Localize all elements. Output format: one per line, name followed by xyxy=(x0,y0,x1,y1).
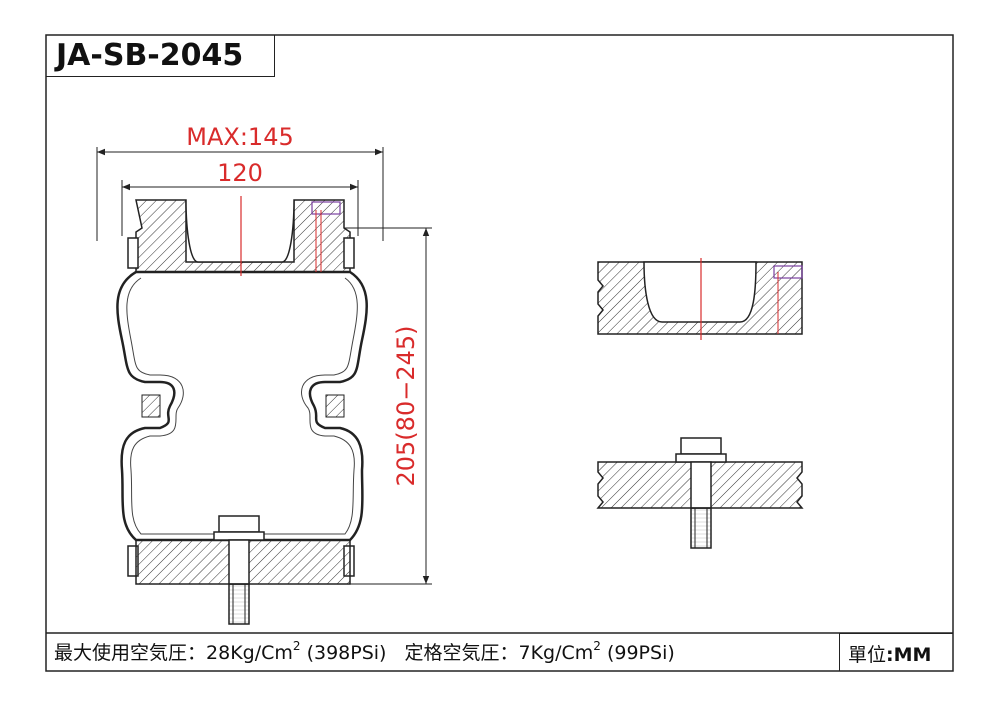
rated-pressure-psi: (99PSi) xyxy=(600,642,675,664)
bottom-bolt xyxy=(213,515,265,625)
hex-bolt-icon xyxy=(680,437,722,455)
pressure-spec-line: 最大使用空気圧：28Kg/Cm2 (398PSi)定格空気圧：7Kg/Cm2 (… xyxy=(54,638,675,665)
max-pressure-psi: (398PSi) xyxy=(300,642,387,664)
max-pressure-exponent: 2 xyxy=(292,639,301,653)
bottom-detail-washer xyxy=(675,453,727,463)
unit-box: 單位:MM xyxy=(839,633,953,671)
bellows-inner-wall xyxy=(126,277,358,535)
part-number-box: JA-SB-2045 xyxy=(46,35,275,77)
rated-pressure-label: 定格空気圧： xyxy=(404,642,519,664)
unit-separator: : xyxy=(886,644,894,666)
hex-bolt-icon xyxy=(218,515,260,533)
bottom-plate-detail-view xyxy=(596,437,804,549)
top-plate-bolt-hole xyxy=(311,201,341,215)
unit-label: 單位 xyxy=(848,644,887,666)
top-crimp-ring-left xyxy=(127,237,139,269)
bolt-shank xyxy=(228,539,250,585)
max-pressure-value: 28Kg/Cm xyxy=(206,642,293,664)
top-plate-detail-bolt-hole xyxy=(773,265,803,279)
bellows-rubber-fill xyxy=(141,394,161,418)
top-plate-cavity xyxy=(185,199,295,263)
unit-label-wrap: 單位:MM xyxy=(848,640,931,667)
bottom-detail-bolt-shank xyxy=(690,461,712,509)
bottom-detail-bolt-thread xyxy=(690,507,712,549)
unit-value: MM xyxy=(893,644,932,666)
bolt-thread xyxy=(228,583,250,625)
rated-pressure-value: 7Kg/Cm xyxy=(518,642,594,664)
dim-height-label: 205(80−245) xyxy=(392,326,420,487)
dim-max-width: MAX:145 xyxy=(96,123,384,241)
top-plate-detail-cavity xyxy=(643,261,757,323)
top-crimp-ring-right xyxy=(343,237,355,269)
dim-max-width-label: MAX:145 xyxy=(186,123,293,151)
bolt-washer xyxy=(213,531,265,541)
dim-height: 205(80−245) xyxy=(344,227,432,585)
max-pressure-label: 最大使用空気圧： xyxy=(54,642,207,664)
top-plate-detail-view xyxy=(597,258,803,340)
rated-pressure-exponent: 2 xyxy=(593,639,601,653)
air-spring-section-view xyxy=(116,196,368,625)
sheet-border xyxy=(45,34,954,672)
bellows-rubber-fill-right xyxy=(325,394,345,418)
dim-plate-width: 120 xyxy=(121,159,359,236)
dim-plate-width-label: 120 xyxy=(217,159,263,187)
part-number: JA-SB-2045 xyxy=(56,38,244,73)
